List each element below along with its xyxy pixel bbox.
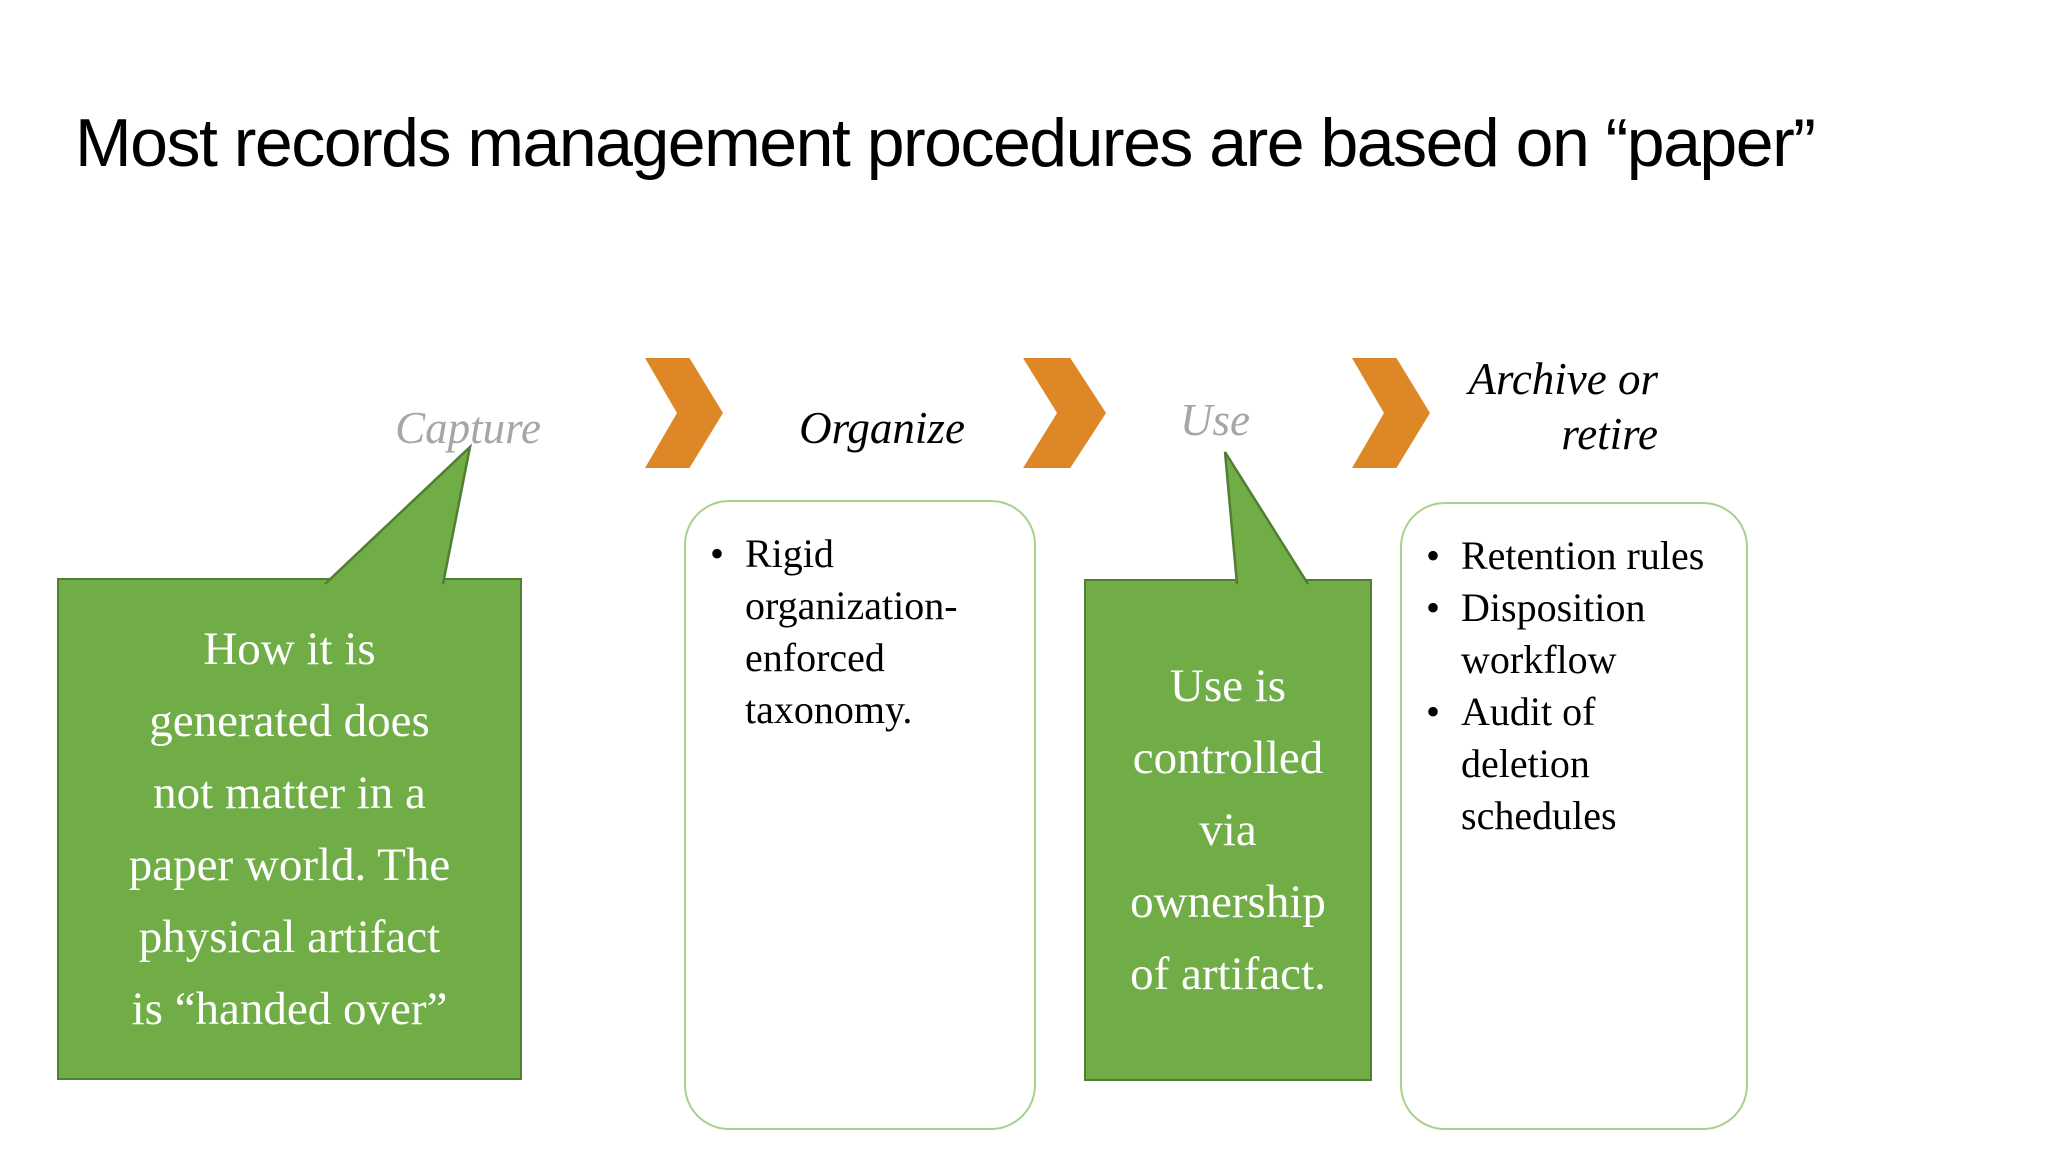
stage-label-organize: Organize <box>799 403 965 453</box>
callout-capture: How it is generated does not matter in a… <box>57 578 522 1080</box>
stage-label-use: Use <box>1180 395 1250 445</box>
chevron-arrow-icon <box>1352 358 1430 468</box>
stage-label-archive-retire: Archive or retire <box>1462 352 1658 462</box>
callout-line: ownership <box>1130 876 1326 928</box>
panel-archive-retire: • Retention rules • Disposition workflow… <box>1400 502 1748 1130</box>
callout-line: is “handed over” <box>131 983 448 1035</box>
bullet-icon: • <box>1426 585 1441 630</box>
stage-label-archive-line1: Archive or <box>1468 354 1658 404</box>
bullet-icon: • <box>1426 689 1441 734</box>
callout-line: controlled <box>1132 732 1324 784</box>
bullet-item: • Retention rules <box>1426 530 1726 582</box>
callout-line: not matter in a <box>153 767 426 819</box>
callout-use: Use is controlled via ownership of artif… <box>1084 579 1372 1081</box>
slide-title: Most records management procedures are b… <box>75 105 1816 181</box>
bullet-icon: • <box>710 531 725 576</box>
stage-label-capture: Capture <box>395 403 541 453</box>
callout-capture-tail <box>324 443 472 585</box>
bullet-list: • Rigid organization-enforced taxonomy. <box>710 528 1014 736</box>
callout-line: generated does <box>149 695 430 747</box>
callout-line: of artifact. <box>1130 948 1326 1000</box>
bullet-item: • Audit of deletion schedules <box>1426 686 1726 842</box>
bullet-text: Disposition workflow <box>1461 585 1646 682</box>
bullet-icon: • <box>1426 533 1441 578</box>
bullet-list: • Retention rules • Disposition workflow… <box>1426 530 1726 842</box>
callout-line: paper world. The <box>128 839 451 891</box>
bullet-item: • Disposition workflow <box>1426 582 1726 686</box>
callout-line: via <box>1199 804 1257 856</box>
bullet-text: Rigid organization-enforced taxonomy. <box>745 531 958 732</box>
callout-line: How it is <box>203 623 376 675</box>
bullet-text: Audit of deletion schedules <box>1461 689 1617 838</box>
panel-organize: • Rigid organization-enforced taxonomy. <box>684 500 1036 1130</box>
bullet-item: • Rigid organization-enforced taxonomy. <box>710 528 1014 736</box>
callout-line: physical artifact <box>138 911 441 963</box>
bullet-text: Retention rules <box>1461 533 1705 578</box>
stage-label-archive-line2: retire <box>1561 409 1658 459</box>
chevron-arrow-icon <box>1023 358 1106 468</box>
chevron-arrow-icon <box>645 358 723 468</box>
callout-use-tail <box>1223 451 1310 585</box>
callout-line: Use is <box>1169 660 1287 712</box>
